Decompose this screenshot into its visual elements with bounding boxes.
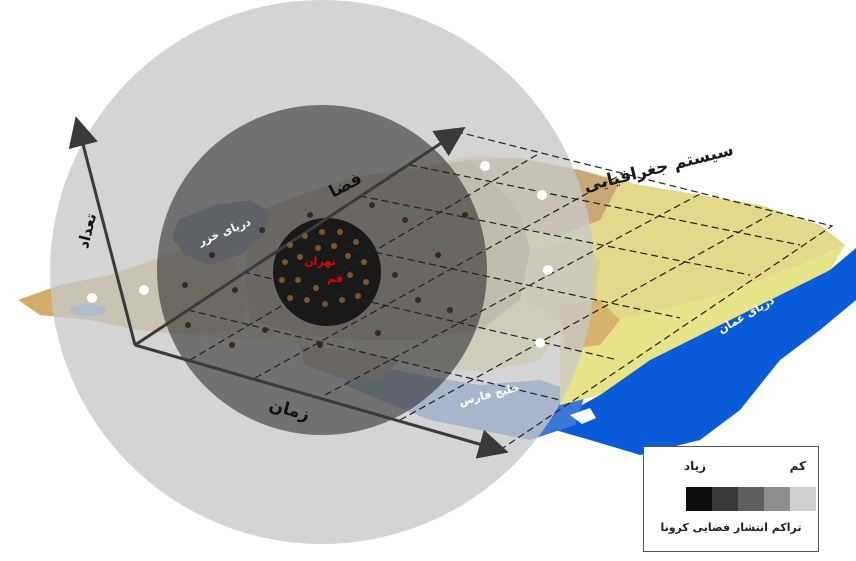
hotspot-label-b: قم — [327, 272, 343, 285]
legend-caption: تراکم انتشار فضایی کرونا — [660, 521, 802, 534]
legend-swatch-4 — [764, 487, 790, 511]
geo-system-label: سیستم جغرافیایی — [582, 140, 736, 197]
core-dots — [279, 229, 369, 307]
time-axis — [134, 343, 509, 459]
hotspot-label-a: تهران — [304, 255, 335, 268]
island — [570, 408, 596, 424]
legend-low-label: کم — [789, 459, 806, 473]
density-legend: زیاد کم تراکم انتشار فضایی کرونا — [643, 446, 819, 552]
legend-swatch-2 — [712, 487, 738, 511]
legend-color-ramp — [686, 487, 816, 511]
inner-core — [273, 218, 381, 326]
legend-swatch-3 — [738, 487, 764, 511]
legend-swatch-5 — [790, 487, 816, 511]
count-axis — [68, 116, 137, 346]
legend-high-label: زیاد — [684, 459, 707, 473]
province-markers — [87, 161, 553, 348]
outer-dots — [182, 202, 468, 348]
space-axis — [134, 127, 466, 347]
legend-swatch-1 — [686, 487, 712, 511]
oman-sea-area — [555, 248, 856, 455]
southern-coast-band — [560, 245, 845, 405]
axes — [68, 116, 509, 459]
